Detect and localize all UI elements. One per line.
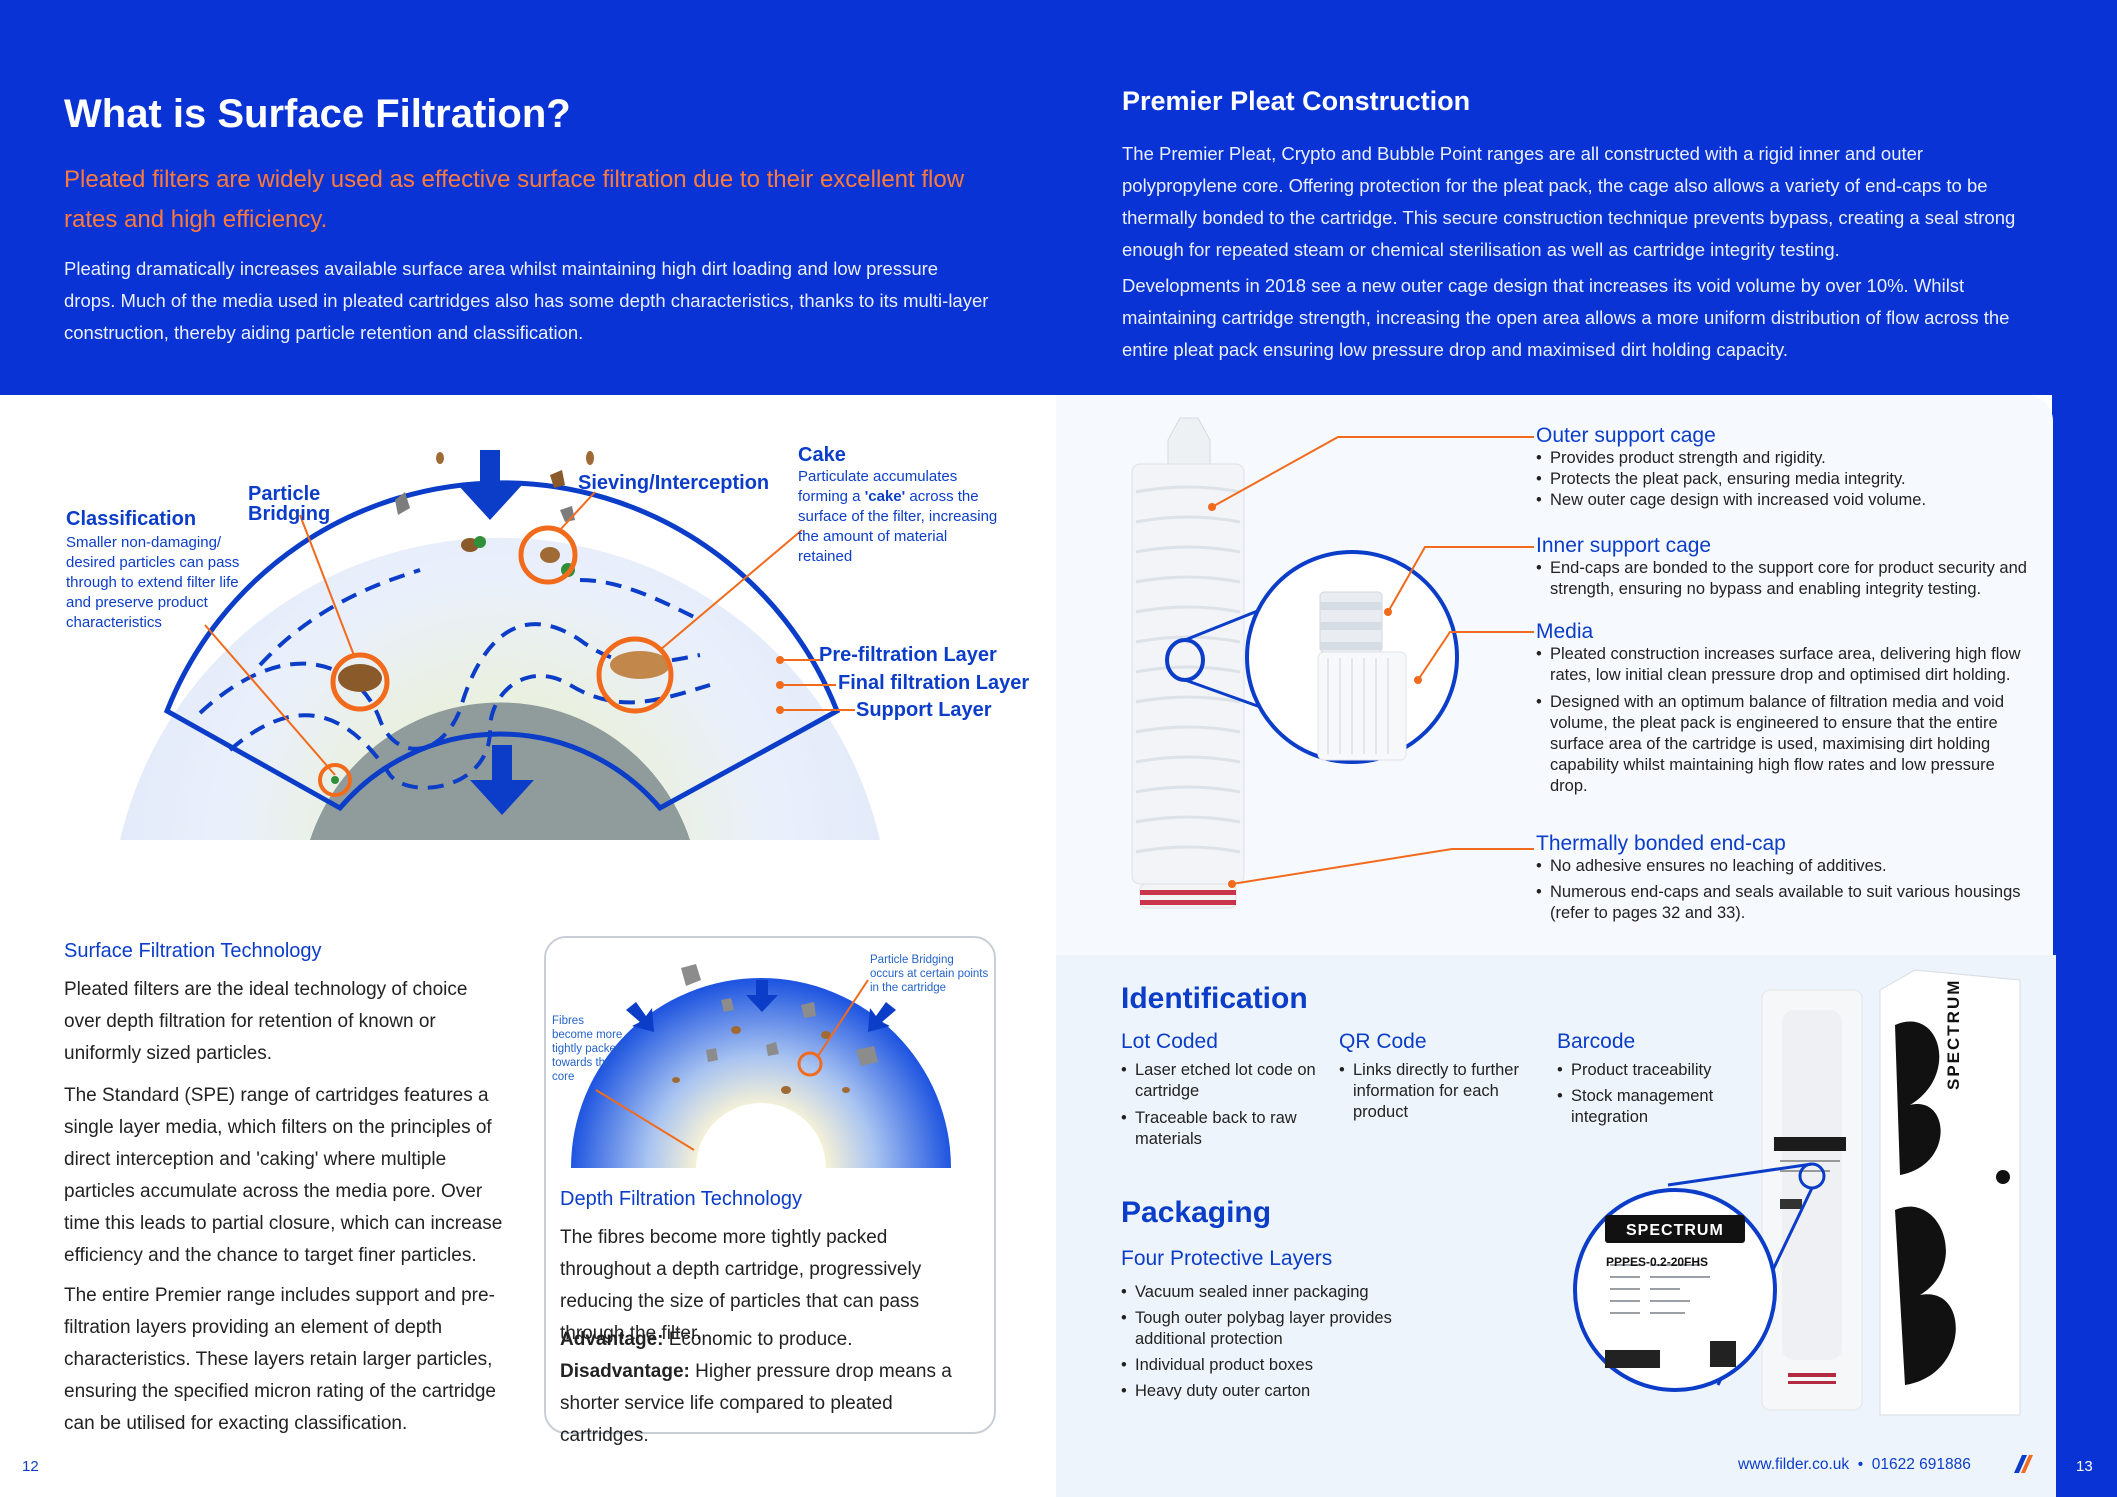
construction-paragraph-1: The Premier Pleat, Crypto and Bubble Poi… bbox=[1122, 143, 2016, 260]
footer-contact[interactable]: www.filder.co.uk • 01622 691886 bbox=[1738, 1456, 1971, 1473]
layer-label-final: Final filtration Layer bbox=[838, 672, 1030, 694]
depth-tech-p1: The fibres become more tightly packed th… bbox=[560, 1227, 922, 1344]
page-number-right: 13 bbox=[2076, 1458, 2093, 1475]
construction-paragraph-2: Developments in 2018 see a new outer cag… bbox=[1122, 275, 2010, 360]
packaging-illustration bbox=[1573, 969, 2021, 1416]
filder-logo-icon bbox=[2014, 1455, 2033, 1473]
surface-tech-p3: The entire Premier range includes suppor… bbox=[64, 1285, 496, 1434]
classification-annotation: Classification Smaller non-damaging/ des… bbox=[66, 508, 240, 631]
surface-filtration-diagram bbox=[60, 430, 1010, 850]
right-edge-band bbox=[2052, 380, 2117, 1497]
hero-banner bbox=[0, 0, 2117, 395]
bridging-annotation: Particle Bridging bbox=[248, 483, 331, 525]
depth-disadvantage: Disadvantage: Higher pressure drop means… bbox=[560, 1361, 952, 1446]
cartridge-illustration bbox=[1131, 417, 1534, 909]
construction-end-cap: Thermally bonded end-cap No adhesive ens… bbox=[1536, 832, 2036, 924]
id-col-lot: Lot Coded Laser etched lot code on cartr… bbox=[1121, 1030, 1326, 1150]
identification-title: Identification bbox=[1121, 982, 1308, 1015]
packaging-title: Packaging bbox=[1121, 1196, 1272, 1229]
layer-label-prefiltration: Pre-filtration Layer bbox=[819, 644, 997, 666]
cake-annotation: Cake Particulate accumulates forming a '… bbox=[798, 444, 998, 565]
surface-tech-title: Surface Filtration Technology bbox=[64, 940, 322, 962]
label-brand: SPECTRUM bbox=[1626, 1222, 1724, 1239]
construction-title: Premier Pleat Construction bbox=[1122, 86, 1471, 116]
id-col-qr: QR Code Links directly to further inform… bbox=[1339, 1030, 1539, 1123]
fibres-label: Fibres become more tightly packed toward… bbox=[552, 1015, 623, 1083]
packaging-list: Vacuum sealed inner packaging Tough oute… bbox=[1121, 1282, 1451, 1402]
construction-outer-cage: Outer support cage Provides product stre… bbox=[1536, 424, 2046, 511]
page-title: What is Surface Filtration? bbox=[64, 92, 571, 136]
depth-tech-title: Depth Filtration Technology bbox=[560, 1188, 802, 1210]
surface-tech-p1: Pleated filters are the ideal technology… bbox=[64, 979, 468, 1064]
construction-inner-cage: Inner support cage End-caps are bonded t… bbox=[1536, 534, 2046, 600]
label-product-code: PPPES-0.2-20FHS bbox=[1606, 1255, 1709, 1269]
intro-paragraph: Pleating dramatically increases availabl… bbox=[64, 258, 989, 343]
page-subtitle: Pleated filters are widely used as effec… bbox=[64, 166, 965, 233]
construction-media: Media Pleated construction increases sur… bbox=[1536, 620, 2036, 797]
depth-filtration-diagram bbox=[571, 964, 951, 1168]
id-col-barcode: Barcode Product traceability Stock manag… bbox=[1557, 1030, 1747, 1128]
box-brand: SPECTRUM bbox=[1944, 978, 1963, 1090]
packaging-subtitle: Four Protective Layers bbox=[1121, 1247, 1333, 1270]
layer-label-support: Support Layer bbox=[856, 699, 992, 721]
surface-tech-p2: The Standard (SPE) range of cartridges f… bbox=[64, 1085, 503, 1266]
depth-advantage: Advantage: Economic to produce. bbox=[560, 1329, 853, 1350]
spectrum-logo-icon bbox=[1996, 1170, 2010, 1184]
bridging-card-label: Particle Bridging occurs at certain poin… bbox=[870, 954, 989, 994]
sieving-annotation: Sieving/Interception bbox=[578, 472, 770, 494]
page-number-left: 12 bbox=[22, 1458, 39, 1475]
